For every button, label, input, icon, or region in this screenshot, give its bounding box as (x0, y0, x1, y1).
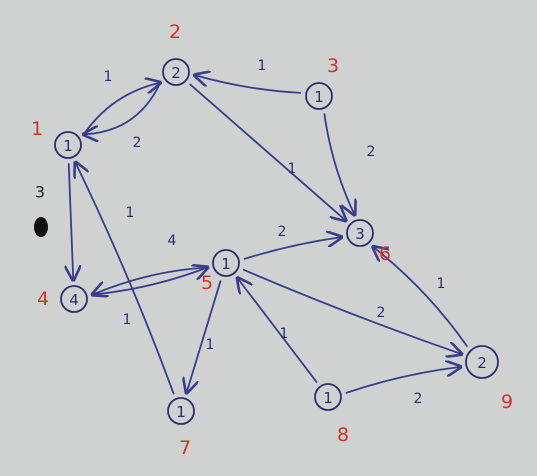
edge-label-5-to-9: 2 (377, 305, 386, 321)
edge-label-4-to-5: 1 (123, 312, 132, 328)
node-7: 17 (167, 397, 195, 459)
node-circle-3 (305, 82, 333, 110)
edge-5-to-4 (92, 266, 209, 294)
node-id-5: 5 (201, 272, 213, 294)
edge-label-7-to-1: 1 (126, 205, 135, 221)
node-circle-5 (212, 249, 240, 277)
edge-8-to-5 (238, 278, 318, 383)
edge-label-8-to-5: 1 (280, 326, 289, 342)
edge-label-5-to-6: 2 (278, 224, 287, 240)
node-circle-2 (162, 58, 190, 86)
node-8: 18 (314, 383, 349, 446)
edge-7-to-1 (75, 162, 175, 395)
edge-label-5-to-7: 1 (206, 337, 215, 353)
edge-3-to-2 (195, 75, 302, 94)
node-weight-1: 1 (63, 137, 73, 155)
node-3: 13 (305, 55, 339, 110)
edge-label-5-to-4: 4 (168, 233, 177, 249)
node-weight-7: 1 (176, 403, 186, 421)
node-id-6: 6 (379, 243, 391, 265)
edge-5-to-9 (242, 268, 462, 354)
edge-2-to-1 (84, 81, 162, 135)
edge-label-3-to-6: 2 (367, 144, 376, 160)
node-id-3: 3 (327, 55, 339, 77)
annotation-layer: 3 (34, 183, 48, 237)
edge-label-3-to-2: 1 (258, 58, 267, 74)
node-circle-8 (314, 383, 342, 411)
edge-2-to-6 (189, 83, 345, 221)
node-circle-1 (54, 131, 82, 159)
edge-5-to-7 (187, 280, 222, 393)
edge-1-to-2 (82, 83, 161, 136)
edge-label-8-to-9: 2 (414, 391, 423, 407)
node-circle-6 (346, 219, 374, 247)
node-weight-5: 1 (221, 255, 231, 273)
node-weight-3: 1 (314, 88, 324, 106)
node-id-9: 9 (501, 391, 513, 413)
node-weight-2: 2 (171, 64, 181, 82)
edge-label-2-to-6: 1 (288, 161, 297, 177)
node-weight-4: 4 (69, 291, 79, 309)
edge-9-to-6 (373, 247, 468, 347)
annotation-dot (34, 217, 48, 237)
node-id-1: 1 (31, 118, 43, 140)
edge-5-to-6 (243, 237, 342, 260)
edge-label-1-to-2: 2 (133, 135, 142, 151)
edge-1-to-4 (69, 163, 74, 280)
node-1: 11 (31, 118, 82, 159)
node-weight-9: 2 (477, 354, 487, 372)
edge-4-to-5 (91, 267, 207, 296)
node-id-8: 8 (337, 424, 349, 446)
annotation-3-label: 3 (35, 183, 45, 202)
edge-3-to-6 (323, 113, 354, 215)
node-circle-4 (60, 285, 88, 313)
node-circle-9 (465, 345, 499, 379)
node-circle-7 (167, 397, 195, 425)
node-5: 15 (201, 249, 240, 294)
node-weight-6: 3 (355, 225, 365, 243)
node-id-4: 4 (37, 288, 49, 310)
node-id-7: 7 (179, 437, 191, 459)
node-4: 44 (37, 285, 88, 313)
edge-label-2-to-1: 1 (104, 69, 113, 85)
node-6: 36 (346, 219, 391, 265)
node-9: 29 (465, 345, 513, 413)
edge-label-9-to-6: 1 (437, 276, 446, 292)
edges-layer: 1 2 1 1 2 4 1 2 2 1 1 1 2 1 (69, 58, 468, 407)
node-weight-8: 1 (323, 389, 333, 407)
node-2: 22 (162, 21, 190, 86)
edge-8-to-9 (345, 367, 461, 394)
node-id-2: 2 (169, 21, 181, 43)
